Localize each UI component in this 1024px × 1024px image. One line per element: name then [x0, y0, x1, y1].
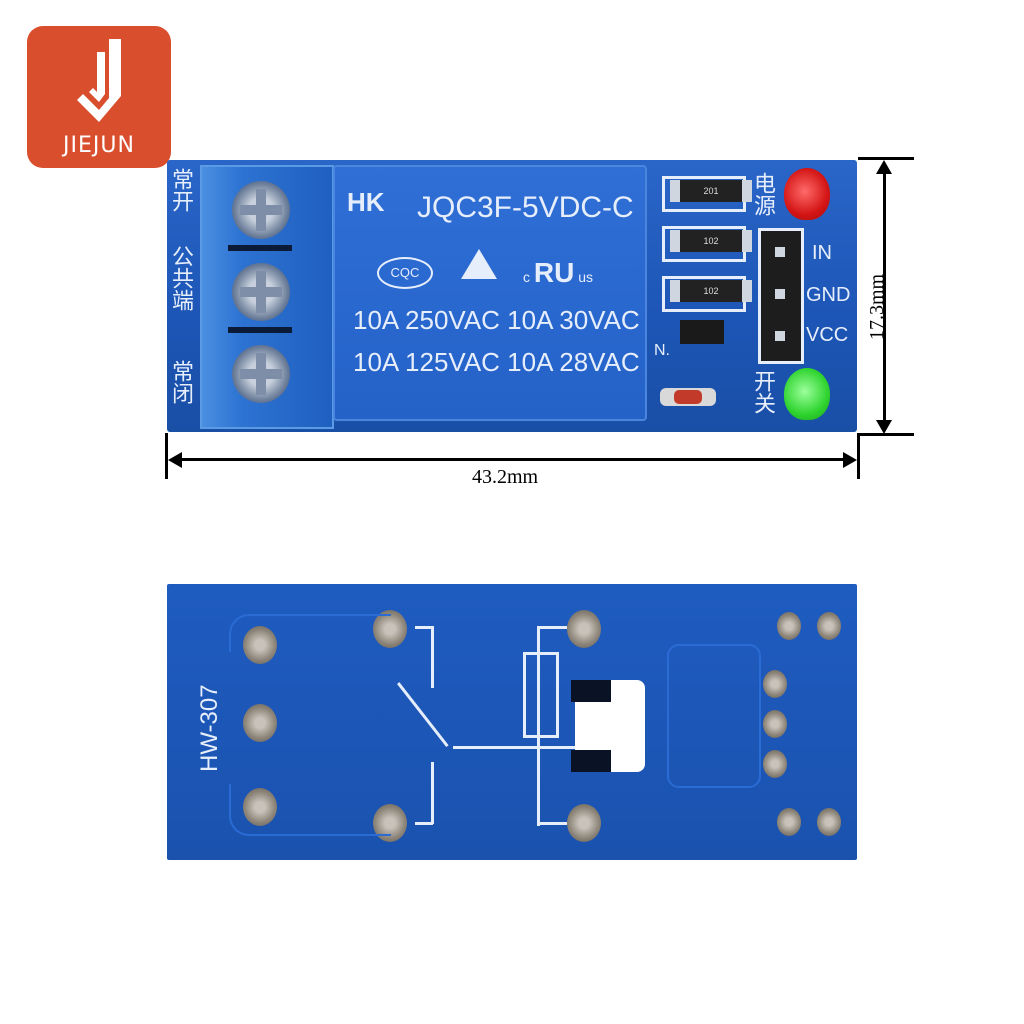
pin-header	[758, 228, 804, 364]
arrow-up-icon	[876, 160, 892, 174]
pin-label-gnd: GND	[806, 284, 851, 306]
resistor: 201	[670, 180, 752, 202]
relay-model: JQC3F-5VDC-C	[417, 191, 634, 224]
height-dimension-line	[883, 170, 886, 424]
solder-pad	[777, 808, 801, 836]
relay-component: HK JQC3F-5VDC-C CQC c RU us 10A 250VAC 1…	[333, 165, 647, 421]
label-normally-open: 常开	[169, 168, 194, 212]
solder-pad	[817, 612, 841, 640]
cqc-cert-icon: CQC	[377, 257, 433, 289]
solder-pad	[763, 710, 787, 738]
arrow-right-icon	[843, 452, 857, 468]
ul-cert-icon: c RU us	[523, 257, 594, 288]
label-switch: 开关	[751, 370, 776, 414]
screw-icon	[232, 181, 290, 239]
solder-pad	[243, 704, 277, 742]
screw-icon	[232, 345, 290, 403]
width-dimension-line	[180, 458, 844, 461]
screw-icon	[232, 263, 290, 321]
label-normally-closed: 常闭	[169, 360, 194, 404]
arrow-left-icon	[168, 452, 182, 468]
diode	[660, 388, 716, 406]
pin-label-vcc: VCC	[806, 324, 849, 346]
switch-led	[784, 368, 830, 420]
screw-terminal-block	[200, 165, 334, 429]
solder-pad	[763, 750, 787, 778]
transistor	[680, 320, 724, 344]
coil-symbol	[523, 652, 559, 738]
dim-tick-right	[857, 433, 860, 479]
width-dimension-label: 43.2mm	[472, 466, 539, 488]
transistor-label: N.	[654, 342, 670, 359]
board-model-label: HW-307	[196, 684, 223, 772]
solder-pad	[567, 804, 601, 842]
relay-brand-mark: HK	[347, 187, 385, 217]
triangle-cert-icon	[461, 249, 497, 279]
dim-tick-bottom	[858, 433, 914, 436]
solder-pad	[817, 808, 841, 836]
relay-module-bottom	[167, 584, 857, 860]
label-power: 电源	[751, 172, 776, 216]
solder-pad	[763, 670, 787, 698]
power-led	[784, 168, 830, 220]
resistor: 102	[670, 280, 752, 302]
arrow-down-icon	[876, 420, 892, 434]
brand-name: JIEJUN	[63, 133, 135, 158]
brand-logo: JIEJUN	[27, 26, 171, 168]
solder-pad	[567, 610, 601, 648]
solder-pad	[777, 612, 801, 640]
resistor: 102	[670, 230, 752, 252]
height-dimension-label: 17.3mm	[866, 273, 888, 340]
label-common: 公共端	[169, 245, 194, 311]
j-mark-icon	[77, 39, 121, 122]
dim-tick-top	[858, 157, 914, 160]
relay-rating-1: 10A 250VAC 10A 30VAC	[353, 305, 640, 335]
dim-tick-left	[165, 433, 168, 479]
pin-label-in: IN	[812, 242, 832, 264]
relay-rating-2: 10A 125VAC 10A 28VAC	[353, 347, 640, 377]
